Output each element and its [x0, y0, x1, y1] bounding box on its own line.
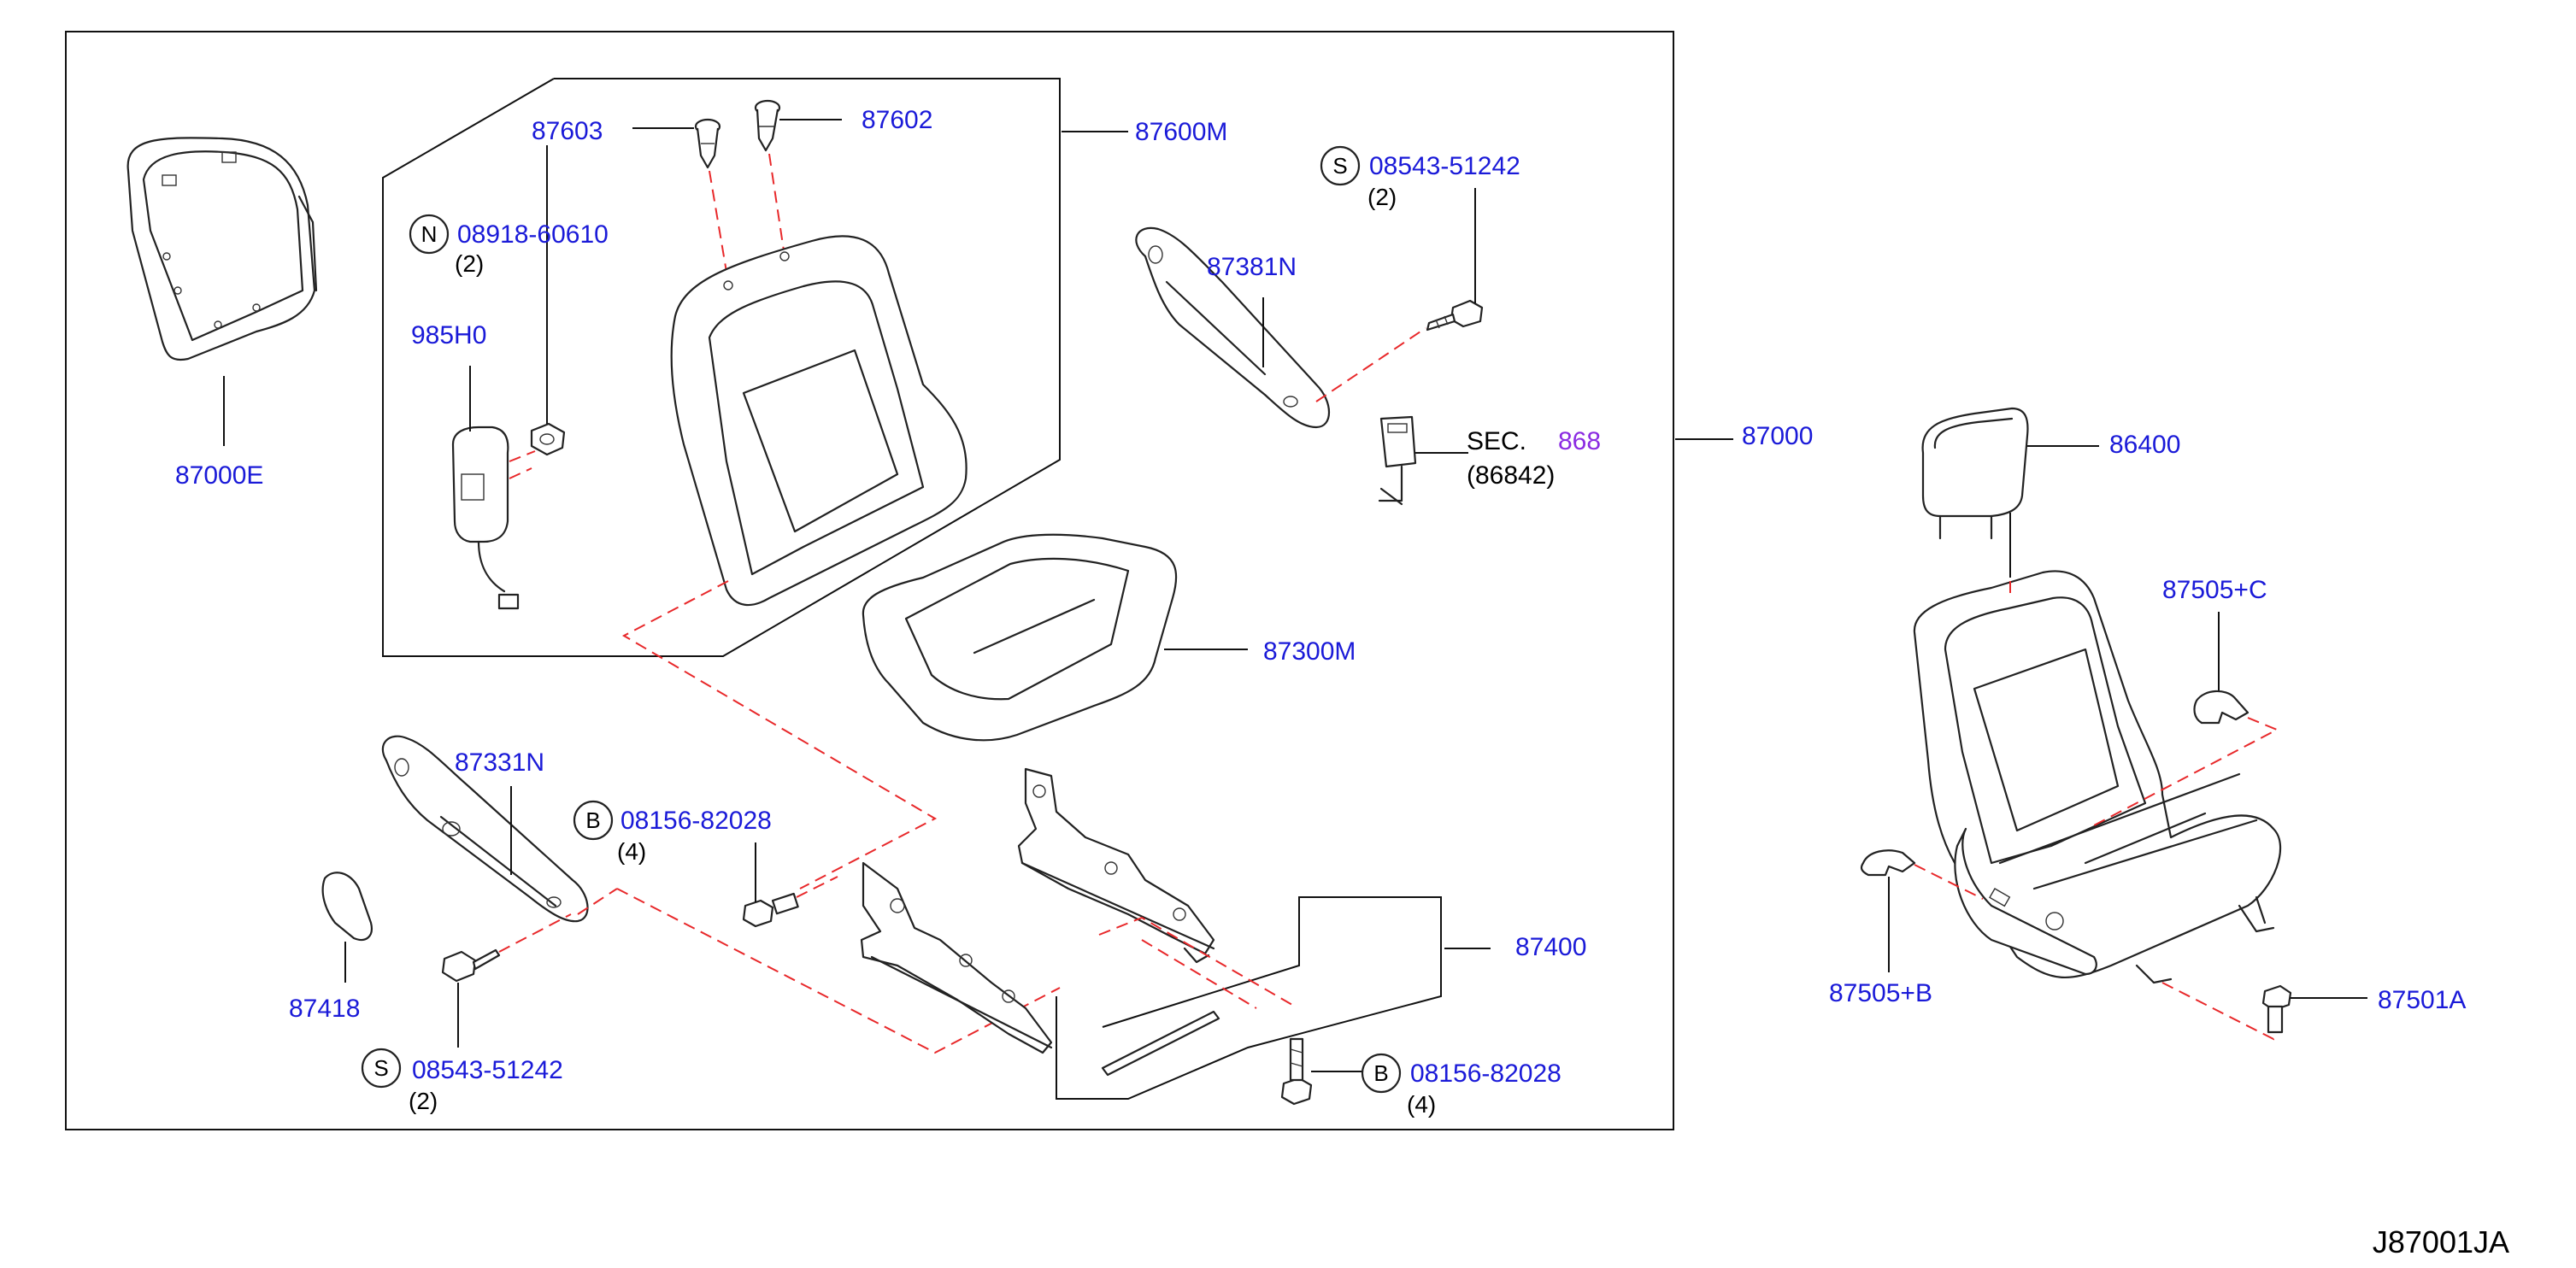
diagram-code: J87001JA — [2373, 1224, 2509, 1259]
svg-text:B: B — [1373, 1060, 1388, 1086]
seatback-group-frame — [382, 78, 1061, 657]
label-08918-60610[interactable]: 08918-60610 — [457, 220, 609, 249]
cover-87505B — [1860, 849, 1916, 877]
adjuster-group-frame — [1056, 896, 1442, 1100]
cover-87505C — [2193, 690, 2250, 725]
label-08543-51242-bottom[interactable]: 08543-51242 — [412, 1056, 563, 1084]
screw-08543-51242-bottom — [441, 948, 501, 983]
qty-08156-82028-right: (4) — [1407, 1091, 1436, 1118]
headrest-86400 — [1921, 407, 2029, 540]
recliner-cover-87331N — [381, 735, 589, 923]
knob-87418 — [321, 872, 373, 942]
side-airbag-985H0 — [451, 426, 520, 610]
link-sec-868[interactable]: 868 — [1558, 427, 1601, 455]
label-87400[interactable]: 87400 — [1515, 933, 1586, 961]
label-87602[interactable]: 87602 — [862, 106, 932, 134]
nut-symbol: N — [409, 214, 450, 255]
seat-adjuster-left — [860, 861, 1053, 1054]
bolt-08156-82028-left — [742, 892, 799, 928]
label-sec-ref: (86842) — [1467, 461, 1555, 490]
qty-08156-82028-left: (4) — [617, 838, 646, 865]
nut-08918-60610 — [530, 422, 566, 456]
label-sec-prefix: SEC. — [1467, 427, 1526, 455]
screw-symbol-top: S — [1320, 145, 1361, 186]
qty-08543-51242-top: (2) — [1367, 184, 1397, 210]
label-08156-82028-left[interactable]: 08156-82028 — [620, 807, 772, 835]
svg-text:S: S — [1332, 153, 1347, 179]
svg-text:S: S — [373, 1055, 388, 1081]
label-87300M[interactable]: 87300M — [1263, 637, 1356, 666]
label-87603[interactable]: 87603 — [532, 117, 603, 145]
qty-08918-60610: (2) — [455, 250, 484, 277]
label-87600M[interactable]: 87600M — [1135, 118, 1227, 146]
label-87505B[interactable]: 87505+B — [1829, 979, 1932, 1007]
label-87381N[interactable]: 87381N — [1207, 253, 1297, 281]
label-87000E[interactable]: 87000E — [175, 461, 263, 490]
label-87501A[interactable]: 87501A — [2378, 986, 2466, 1014]
bolt-87501A — [2261, 984, 2292, 1034]
label-87505C[interactable]: 87505+C — [2162, 576, 2267, 604]
assembly-frame-87000 — [65, 31, 1674, 1130]
recliner-cover-87381N — [1135, 226, 1330, 429]
seat-cushion — [862, 533, 1178, 742]
seatback-board-87000E — [126, 137, 318, 361]
label-985H0[interactable]: 985H0 — [411, 321, 486, 349]
label-87000[interactable]: 87000 — [1742, 422, 1813, 450]
label-87418[interactable]: 87418 — [289, 995, 360, 1023]
screw-08543-51242-top — [1426, 299, 1484, 332]
bolt-08156-82028-right — [1280, 1037, 1313, 1106]
svg-text:B: B — [585, 807, 600, 833]
bolt-symbol-left: B — [573, 800, 614, 841]
label-08156-82028-right[interactable]: 08156-82028 — [1410, 1060, 1561, 1088]
label-87331N[interactable]: 87331N — [455, 748, 544, 777]
label-08543-51242-top[interactable]: 08543-51242 — [1369, 152, 1520, 180]
seat-assembly — [1913, 570, 2282, 984]
bolt-symbol-right: B — [1361, 1053, 1402, 1094]
belt-buckle-sec868 — [1378, 415, 1417, 506]
seat-adjuster-right — [1017, 767, 1215, 964]
headrest-guide-87602 — [754, 99, 781, 152]
qty-08543-51242-bottom: (2) — [409, 1088, 438, 1114]
svg-text:N: N — [421, 221, 438, 247]
seatback-cushion — [670, 235, 967, 607]
headrest-guide-87603 — [694, 118, 721, 169]
screw-symbol-bottom: S — [361, 1048, 402, 1089]
label-86400[interactable]: 86400 — [2109, 431, 2180, 459]
